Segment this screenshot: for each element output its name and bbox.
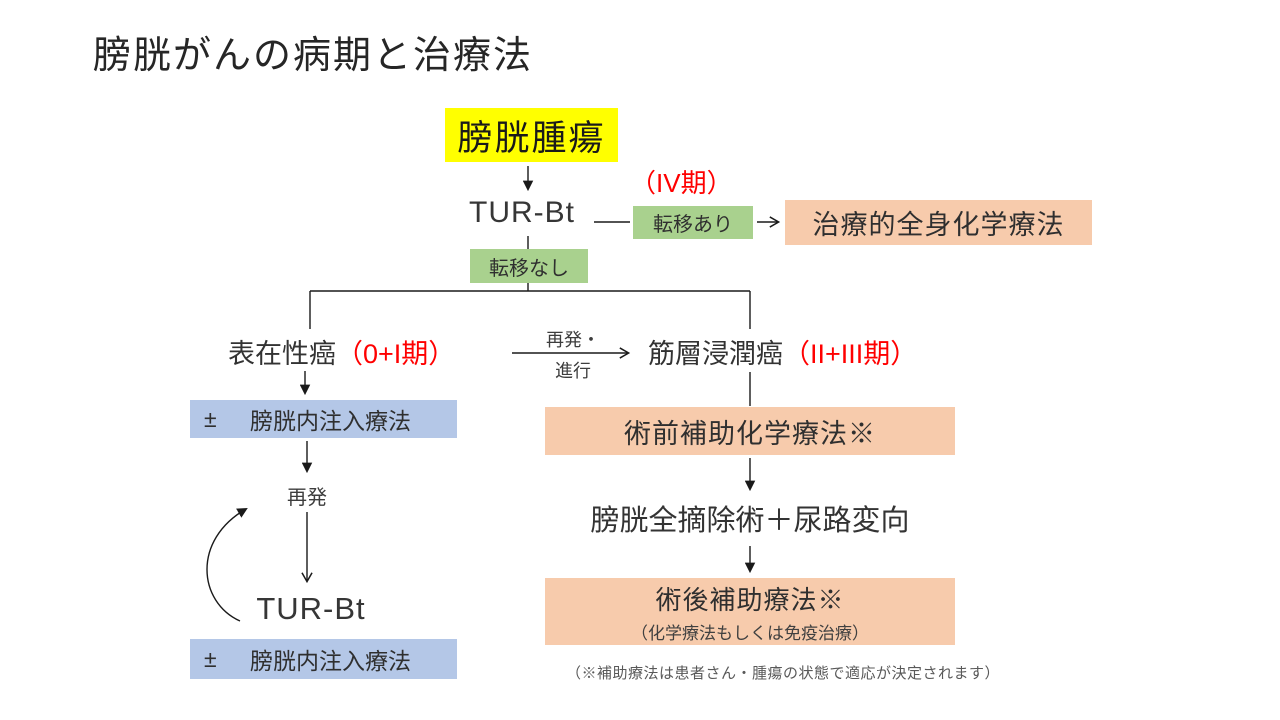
node-bladder-tumor: 膀胱腫瘍: [445, 108, 618, 162]
node-adjuvant-therapy: 術後補助療法※ （化学療法もしくは免疫治療）: [545, 578, 955, 645]
node-intravesical-therapy-2: ± 膀胱内注入療法: [190, 639, 457, 679]
arrow-loop-turbt-to-recurrence: [206, 507, 248, 622]
invasive-label: 筋層浸潤癌: [648, 339, 783, 369]
node-turbt: TUR-Bt: [469, 196, 575, 229]
node-superficial-cancer: 表在性癌（0+I期）: [228, 332, 455, 371]
label-recurrence-progression-1: 再発・: [546, 330, 600, 350]
page-title: 膀胱がんの病期と治療法: [93, 35, 534, 77]
node-metastasis-yes: 転移あり: [633, 206, 753, 239]
adjuvant-subtitle: （化学療法もしくは免疫治療）: [631, 623, 869, 643]
intravesical-label-1: 膀胱内注入療法: [250, 408, 411, 434]
node-intravesical-therapy-1: ± 膀胱内注入療法: [190, 400, 457, 438]
node-systemic-chemotherapy: 治療的全身化学療法: [785, 200, 1092, 245]
plus-minus-symbol-1: ±: [204, 405, 217, 432]
node-muscle-invasive-cancer: 筋層浸潤癌（II+III期）: [648, 332, 917, 371]
adjuvant-title: 術後補助療法※: [655, 584, 845, 615]
label-recurrence-progression-2: 進行: [555, 361, 591, 381]
footnote: （※補助療法は患者さん・腫瘍の状態で適応が決定されます）: [566, 665, 1001, 682]
node-turbt-repeat: TUR-Bt: [256, 591, 366, 626]
label-stage-iv: （IV期）: [630, 168, 733, 198]
node-cystectomy-urinary-diversion: 膀胱全摘除術＋尿路変向: [590, 505, 910, 537]
intravesical-label-2: 膀胱内注入療法: [250, 648, 411, 674]
superficial-stage-label: （0+I期）: [336, 339, 456, 369]
superficial-label: 表在性癌: [228, 339, 336, 369]
node-metastasis-no: 転移なし: [470, 249, 588, 283]
label-recurrence: 再発: [287, 487, 327, 509]
node-neoadjuvant-chemotherapy: 術前補助化学療法※: [545, 407, 955, 455]
plus-minus-symbol-2: ±: [204, 645, 217, 672]
invasive-stage-label: （II+III期）: [783, 339, 918, 369]
